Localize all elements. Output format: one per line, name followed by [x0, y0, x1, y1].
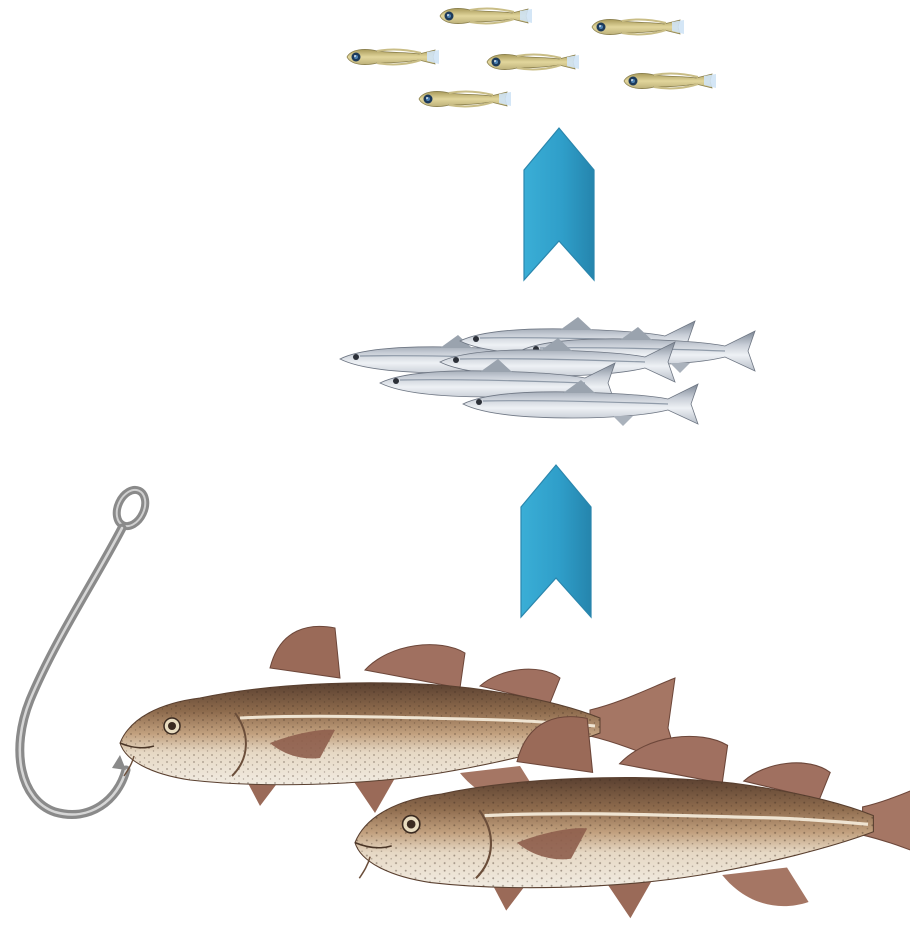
- fish-larva-icon: [624, 73, 716, 88]
- forage-fish-group: [340, 317, 755, 426]
- fish-larva-icon: [419, 91, 511, 106]
- fish-larva-icon: [592, 19, 684, 34]
- fish-larva-icon: [440, 8, 532, 23]
- fish-larva-icon: [347, 49, 439, 64]
- up-chevron-arrow-icon: [521, 465, 591, 617]
- up-chevron-arrow-icon: [524, 128, 594, 280]
- larvae-group: [347, 8, 716, 106]
- cod-group: [120, 626, 910, 918]
- fish-larva-icon: [487, 54, 579, 69]
